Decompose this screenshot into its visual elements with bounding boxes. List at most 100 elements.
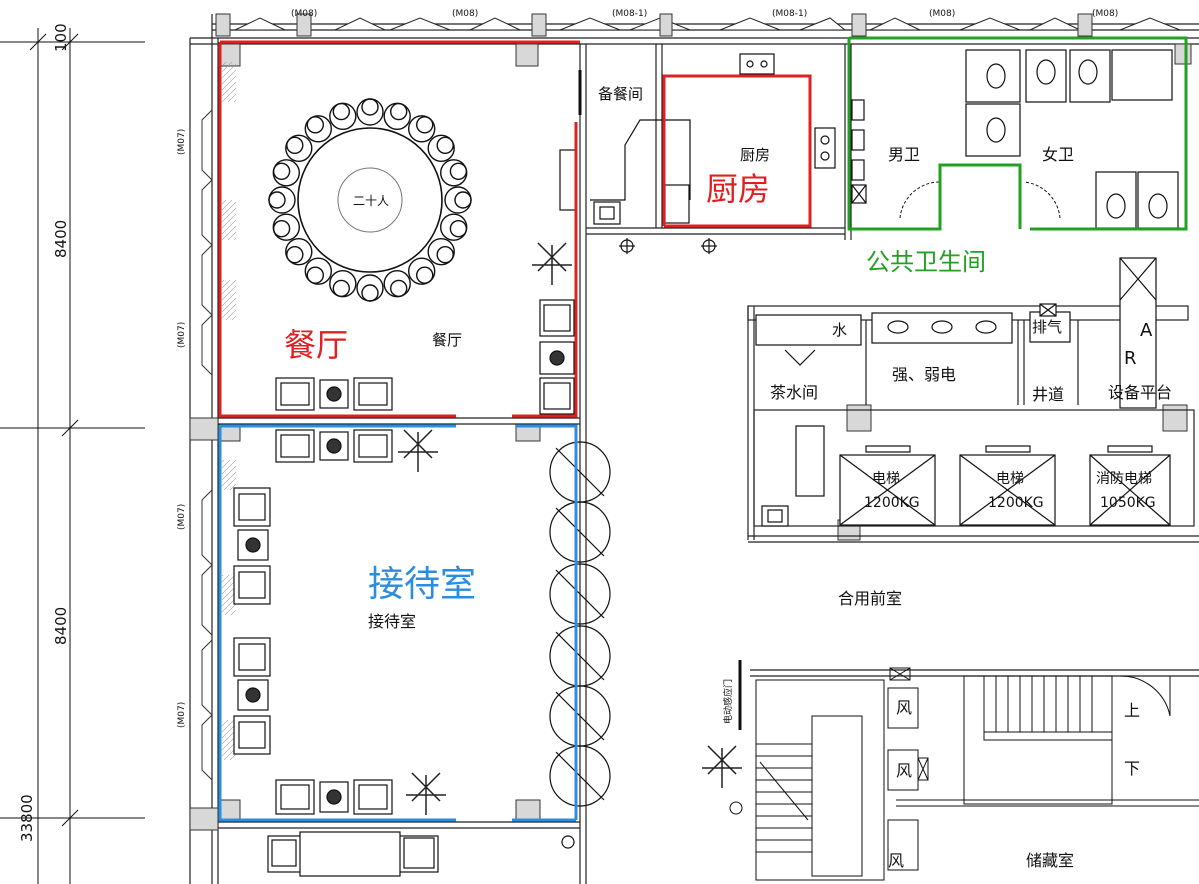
platform-label: 设备平台 — [1108, 383, 1172, 402]
dimension-lines — [0, 28, 145, 884]
dining-chair-back — [390, 279, 408, 298]
tea-room-label: 茶水间 — [770, 383, 818, 402]
dining-chair — [272, 159, 300, 187]
elevator-1-load: 1200KG — [864, 495, 920, 511]
dining-chair — [272, 213, 300, 241]
dining-chair — [408, 115, 436, 143]
door-tag: (M07) — [177, 322, 187, 348]
door-tags-top: (M08) (M08) (M08-1) (M08-1) (M08) (M08) — [291, 9, 1118, 19]
reception-label: 接待室 — [368, 612, 416, 631]
stairs-down-label: 下 — [1124, 759, 1140, 778]
door-tag: (M07) — [177, 702, 187, 728]
dining-chair-back — [272, 162, 291, 181]
stairs — [729, 660, 1199, 881]
elevator-3-name: 消防电梯 — [1096, 471, 1152, 487]
door-tag: (M08) — [452, 9, 478, 19]
dining-chair — [285, 134, 313, 163]
dining-chair-back — [332, 279, 350, 298]
door-tag: (M08) — [291, 9, 317, 19]
door-tag: (M08) — [1092, 9, 1118, 19]
dim-total: 33800 — [18, 794, 36, 842]
dining-chair — [427, 134, 455, 163]
kitchen-highlight-label: 厨房 — [706, 170, 770, 208]
dining-chair-back — [286, 245, 304, 264]
electric-room-label: 强、弱电 — [892, 365, 956, 384]
dining-chair — [329, 102, 357, 131]
door-tag: (M08) — [929, 9, 955, 19]
dining-highlight — [218, 40, 580, 418]
dining-chair-back — [416, 116, 434, 134]
dining-chair-back — [390, 102, 408, 121]
dining-chair-back — [306, 116, 324, 134]
dining-chair — [440, 213, 468, 241]
dining-chair — [268, 186, 296, 214]
elevator-2-load: 1200KG — [988, 495, 1044, 511]
dim-top: 100 — [52, 23, 70, 52]
dining-chair-back — [436, 245, 454, 264]
elevator-2-name: 电梯 — [996, 471, 1024, 487]
dining-chair-back — [268, 191, 286, 209]
wind-label: 风 — [896, 698, 912, 717]
door-tag: (M08-1) — [772, 9, 807, 19]
plant-icon — [532, 242, 572, 285]
left-hatching — [222, 62, 236, 760]
dining-chair-back — [361, 284, 379, 302]
kitchen-highlight — [662, 74, 812, 228]
dining-chair-back — [332, 102, 350, 121]
reception-highlight — [218, 424, 578, 822]
wind-label: 风 — [888, 851, 904, 870]
dining-chair-back — [416, 266, 434, 284]
water-label: 水 — [832, 321, 847, 339]
reception-glass-doors — [549, 441, 611, 849]
dining-chair — [356, 274, 384, 302]
dining-chairs — [268, 98, 472, 302]
reception-sofas — [233, 429, 439, 877]
dining-chair — [444, 186, 472, 214]
table-label: 二十人 — [353, 194, 389, 208]
platform-letter-a: A — [1140, 320, 1153, 341]
shaft-label: 井道 — [1032, 385, 1064, 404]
pantry-label: 备餐间 — [598, 85, 643, 103]
sensor-door-label: 电动感应门 — [722, 679, 734, 724]
lobby-label: 合用前室 — [838, 589, 902, 608]
dining-round-table — [268, 98, 472, 302]
door-tag: (M08-1) — [612, 9, 647, 19]
dining-chair — [304, 115, 332, 143]
interior-walls — [218, 44, 852, 884]
dining-chair-back — [436, 136, 454, 155]
dining-chair-back — [361, 98, 379, 116]
dining-chair — [285, 237, 313, 266]
dining-chair — [440, 159, 468, 187]
dining-sofas — [275, 149, 577, 415]
dining-chair — [329, 270, 357, 298]
dim-lower: 8400 — [52, 607, 70, 645]
dining-chair — [304, 257, 332, 285]
dining-highlight-label: 餐厅 — [284, 326, 348, 364]
dining-chair-back — [449, 162, 468, 181]
dining-chair — [383, 270, 411, 298]
door-tag: (M07) — [177, 504, 187, 530]
door-tag: (M07) — [177, 129, 187, 155]
washroom-doors — [899, 181, 1061, 219]
platform-letter-r: R — [1124, 348, 1137, 369]
core-fixtures — [755, 257, 1157, 527]
left-windows — [201, 109, 213, 781]
door-tags-left: (M07) (M07) (M07) (M07) — [177, 129, 187, 728]
washroom-highlight — [847, 36, 1188, 231]
men-wc-label: 男卫 — [888, 145, 920, 164]
dining-chair-back — [454, 191, 472, 209]
dining-chair-back — [286, 136, 304, 155]
dining-label: 餐厅 — [432, 331, 462, 349]
dining-chair — [427, 237, 455, 266]
wind-label: 风 — [896, 761, 912, 780]
elevators — [839, 445, 1171, 526]
elevator-1-name: 电梯 — [872, 471, 900, 487]
women-wc-label: 女卫 — [1042, 145, 1074, 164]
pantry-fixtures — [578, 53, 836, 254]
dining-chair — [408, 257, 436, 285]
plant-icon — [702, 745, 742, 788]
elevator-labels: 电梯 1200KG 电梯 1200KG 消防电梯 1050KG — [864, 471, 1156, 511]
elevator-3-load: 1050KG — [1100, 495, 1156, 511]
dim-upper: 8400 — [52, 220, 70, 258]
